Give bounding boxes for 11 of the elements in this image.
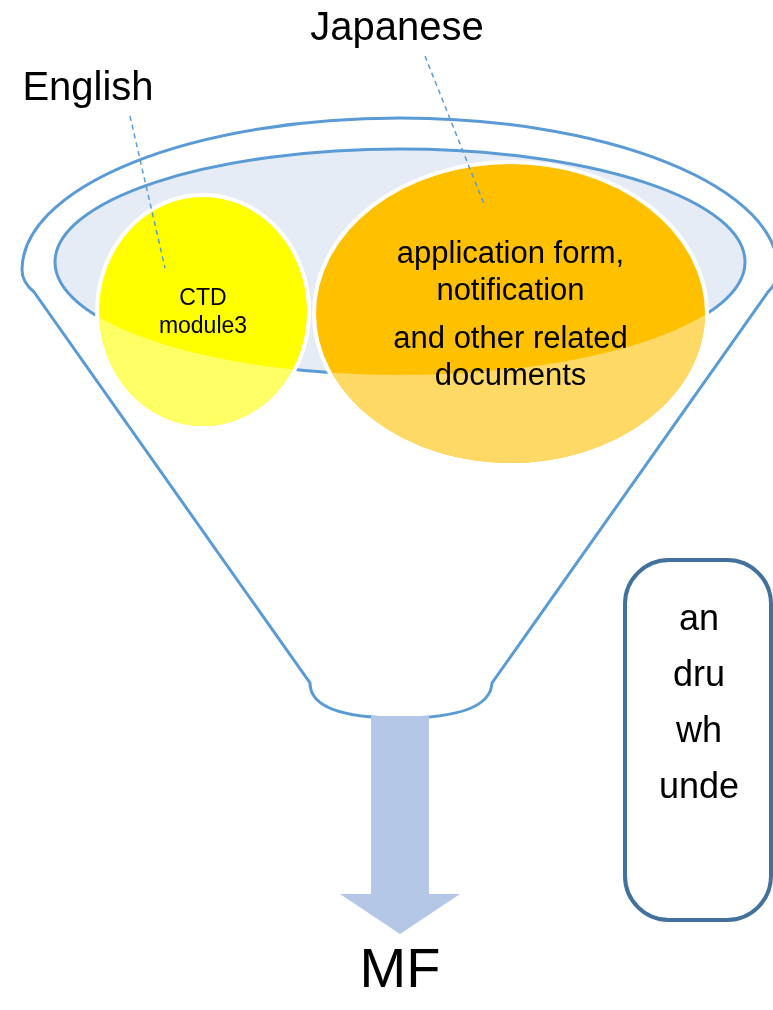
text-label: English (8, 62, 168, 116)
text-label: an dru wh unde (657, 596, 741, 808)
text-label: Japanese (294, 2, 500, 56)
leader-line (129, 115, 166, 269)
text-label: application form, notification (395, 234, 626, 309)
text-label: CTD module3 (157, 283, 249, 340)
text-label: MF (340, 934, 460, 1000)
block-arrow (340, 716, 460, 934)
rounded-box (623, 558, 773, 922)
text-label: and other related documents (392, 318, 629, 393)
leader-line (424, 55, 485, 205)
